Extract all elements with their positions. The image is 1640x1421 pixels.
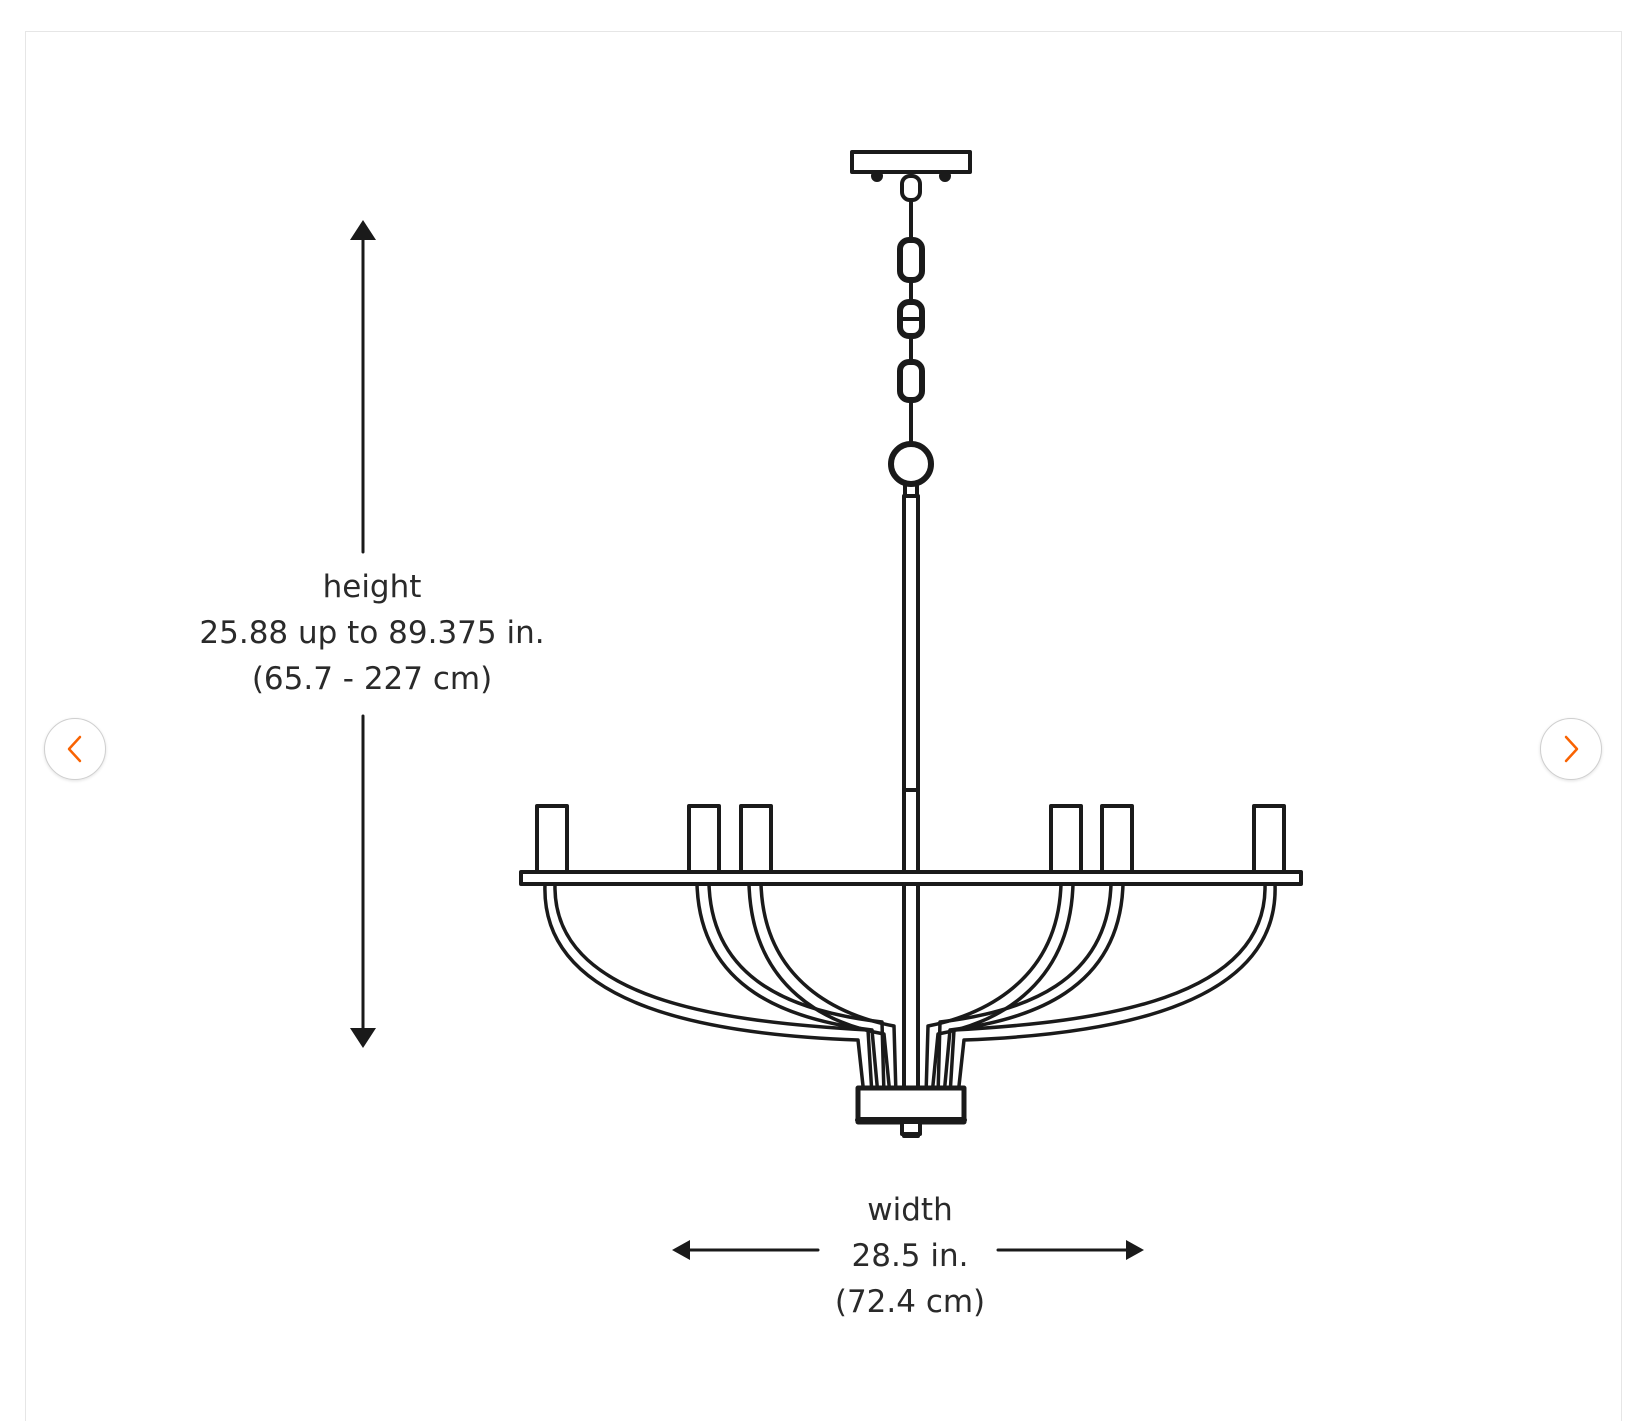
chevron-left-icon <box>67 735 82 763</box>
height-value-cm: (65.7 - 227 cm) <box>251 661 493 697</box>
previous-image-button[interactable] <box>44 718 106 780</box>
chain <box>888 174 934 498</box>
image-viewer-frame <box>25 31 1622 1421</box>
width-dimension-label: width 28.5 in. (72.4 cm) <box>760 1187 1060 1325</box>
candle-cups <box>535 804 1286 874</box>
chevron-right-icon <box>1564 735 1579 763</box>
arrow-down-icon <box>350 1028 376 1048</box>
ceiling-canopy <box>850 150 972 182</box>
chandelier-ring <box>519 870 1303 886</box>
arrow-left-icon <box>672 1240 690 1260</box>
width-label: width <box>867 1192 953 1228</box>
height-label: height <box>322 569 422 605</box>
width-value-inches: 28.5 in. <box>851 1238 969 1274</box>
arrow-right-icon <box>1126 1240 1144 1260</box>
stem-rod <box>902 494 920 1138</box>
width-value-cm: (72.4 cm) <box>834 1284 986 1320</box>
next-image-button[interactable] <box>1540 718 1602 780</box>
height-value-inches: 25.88 up to 89.375 in. <box>199 615 545 651</box>
arrow-up-icon <box>350 220 376 240</box>
chandelier-arms <box>543 882 1277 1097</box>
height-dimension-label: height 25.88 up to 89.375 in. (65.7 - 22… <box>172 564 572 702</box>
bottom-finial <box>855 1085 967 1136</box>
